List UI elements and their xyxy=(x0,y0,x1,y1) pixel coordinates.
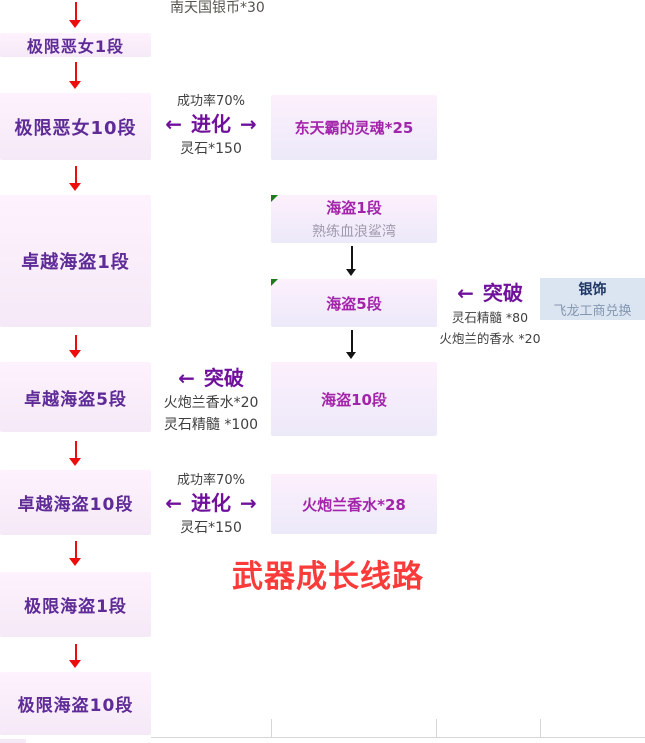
material-box-pirate10: 海盗10段 xyxy=(271,362,437,436)
success-rate-label: 成功率70% xyxy=(177,473,245,488)
flow-down-arrow-icon xyxy=(69,644,82,668)
flow-down-arrow-icon xyxy=(69,335,82,358)
breakthrough-action: ← 突破 xyxy=(178,366,244,391)
material-label: 灵石精髓 *80 xyxy=(451,310,529,325)
breakthrough-step: ← 突破 火炮兰香水*20 灵石精髓 *100 xyxy=(151,366,271,435)
chain-node-4: 卓越海盗5段 xyxy=(0,362,151,432)
action-label: 突破 xyxy=(203,366,244,390)
action-label: 进化 xyxy=(191,112,231,136)
top-material-label: 南天国银币*30 xyxy=(170,0,265,16)
chain-node-5: 卓越海盗10段 xyxy=(0,470,151,535)
chain-node-6: 极限海盗1段 xyxy=(0,572,151,637)
flow-down-arrow-icon xyxy=(69,166,82,191)
evolution-step-2: 成功率70% ← 进化 → 灵石*150 xyxy=(151,472,271,538)
material-label: 火炮兰香水*20 xyxy=(163,395,259,411)
material-box-soul: 东天霸的灵魂*25 xyxy=(271,95,437,160)
exchange-box-sub: 飞龙工商兑换 xyxy=(553,304,632,319)
material-box-sub-label: 熟练血浪鲨湾 xyxy=(312,224,396,240)
flow-down-arrow-icon xyxy=(346,246,357,276)
flow-down-arrow-icon xyxy=(69,62,82,89)
success-rate-label: 成功率70% xyxy=(177,94,245,109)
material-box-label: 海盗10段 xyxy=(321,390,387,409)
breakthrough-right: ← 突破 灵石精髓 *80 火炮兰的香水 *20 xyxy=(437,281,543,348)
exchange-box-title: 银饰 xyxy=(578,282,607,298)
chain-node-label: 极限恶女1段 xyxy=(26,37,125,56)
chain-node-7: 极限海盗10段 xyxy=(0,672,151,735)
material-box-label: 东天霸的灵魂*25 xyxy=(294,119,414,137)
chain-node-label: 卓越海盗5段 xyxy=(24,389,127,410)
material-box-pirate5: 海盗5段 xyxy=(271,279,437,327)
arrow-left-icon: ← xyxy=(178,366,195,390)
material-box-perfume: 火炮兰香水*28 xyxy=(271,474,437,534)
chain-node-1: 极限恶女1段 xyxy=(0,33,151,57)
chain-node-3: 卓越海盗1段 xyxy=(0,195,151,327)
gridline-vertical xyxy=(436,719,437,737)
material-label: 灵石*150 xyxy=(180,520,242,536)
chain-node-label: 极限恶女10段 xyxy=(14,117,137,139)
flow-down-arrow-icon xyxy=(69,541,82,566)
material-label: 火炮兰的香水 *20 xyxy=(439,331,541,346)
material-label: 灵石精髓 *100 xyxy=(163,417,259,433)
comment-marker-icon xyxy=(271,279,278,286)
next-cell-fragment xyxy=(0,739,26,743)
exchange-box: 银饰 飞龙工商兑换 xyxy=(540,278,645,320)
material-box-label: 火炮兰香水*28 xyxy=(302,495,406,514)
evolution-step-1: 成功率70% ← 进化 → 灵石*150 xyxy=(151,93,271,159)
gridline-vertical xyxy=(540,719,541,737)
arrow-left-icon: ← xyxy=(165,112,182,136)
page-title: 武器成长线路 xyxy=(232,559,424,595)
material-box-label: 海盗1段 xyxy=(326,199,382,217)
chain-node-label: 卓越海盗1段 xyxy=(21,252,130,273)
action-label: 进化 xyxy=(191,491,231,515)
chain-node-label: 极限海盗1段 xyxy=(24,597,127,617)
flow-down-arrow-icon xyxy=(69,441,82,466)
action-label: 突破 xyxy=(482,281,523,305)
material-box-label: 海盗5段 xyxy=(326,294,382,313)
arrow-right-icon: → xyxy=(240,491,257,515)
arrow-left-icon: ← xyxy=(165,491,182,515)
flow-down-arrow-icon xyxy=(69,2,82,28)
material-label: 灵石*150 xyxy=(180,141,242,157)
arrow-left-icon: ← xyxy=(457,281,474,305)
breakthrough-action: ← 突破 xyxy=(457,281,523,306)
arrow-right-icon: → xyxy=(240,112,257,136)
evolve-action: ← 进化 → xyxy=(165,112,257,137)
gridline-horizontal xyxy=(151,737,645,738)
evolve-action: ← 进化 → xyxy=(165,491,257,516)
flow-down-arrow-icon xyxy=(346,330,357,359)
gridline-vertical xyxy=(271,719,272,737)
chain-node-label: 极限海盗10段 xyxy=(17,696,134,716)
chain-node-label: 卓越海盗10段 xyxy=(17,495,134,515)
comment-marker-icon xyxy=(271,195,278,202)
material-box-pirate1: 海盗1段 熟练血浪鲨湾 xyxy=(271,195,437,243)
chain-node-2: 极限恶女10段 xyxy=(0,93,151,160)
